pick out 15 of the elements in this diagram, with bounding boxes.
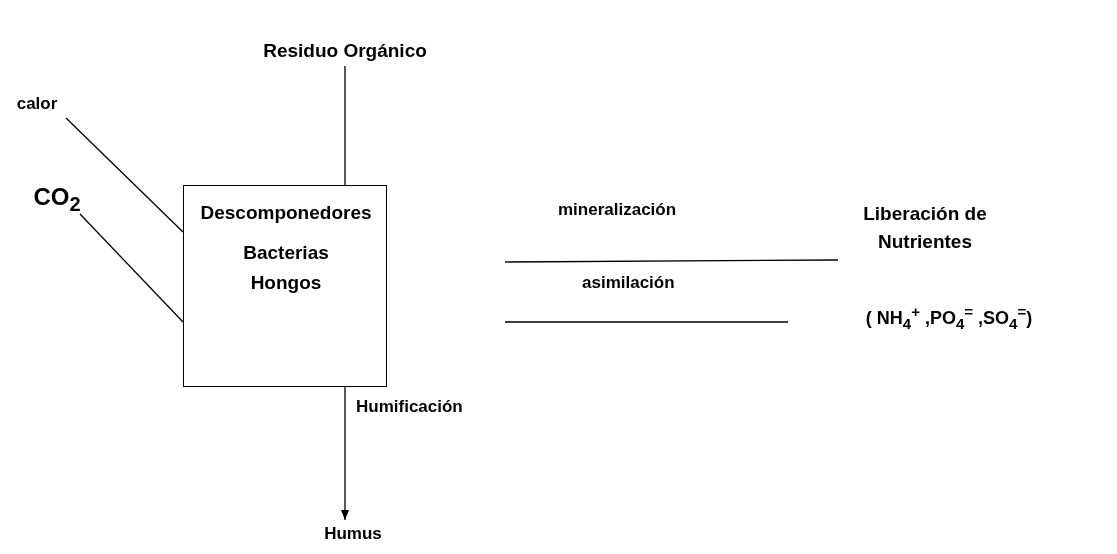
connector-line — [65, 117, 184, 233]
box-heading: Descomponedores — [199, 201, 373, 225]
connector-line — [344, 65, 346, 186]
node-text: Residuo Orgánico — [262, 39, 428, 63]
node-text: CO$_{2}$ — [32, 182, 82, 214]
box-body: Bacterias Hongos — [242, 241, 330, 295]
arrow — [340, 386, 350, 521]
connector-line — [504, 259, 839, 263]
connector-line — [79, 213, 184, 323]
connector-line — [504, 321, 789, 323]
node-text: Humus — [323, 523, 383, 545]
process-box — [183, 185, 387, 387]
node-text: calor — [15, 93, 59, 115]
node-text: Liberación de Nutrientes — [862, 202, 988, 254]
node-text: ( NH$_{4}$$^{+}$ ,PO$_{4}$$^{=}$ ,SO$_{4}$$^{=}$) — [864, 302, 1034, 328]
